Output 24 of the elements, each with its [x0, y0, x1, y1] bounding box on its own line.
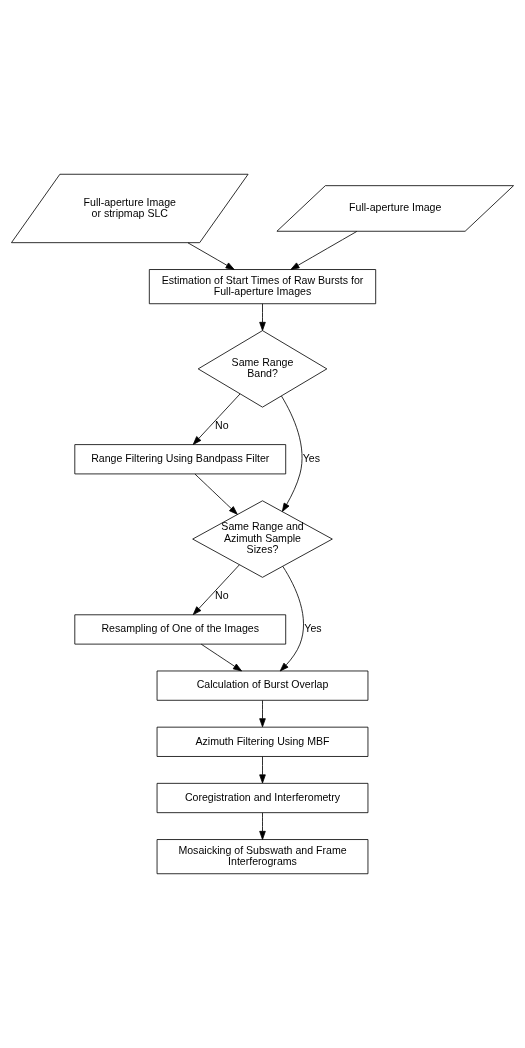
node-box: Calculation of Burst Overlap [156, 670, 369, 701]
arrow [187, 242, 235, 270]
node-box: Estimation of Start Times of Raw Bursts for Full-aperture Images [148, 269, 377, 305]
arrow [259, 700, 266, 728]
node-box: Resampling of One of the Images [74, 614, 287, 645]
arrow [259, 812, 266, 840]
edge-label: No [215, 418, 229, 431]
arrow [192, 564, 240, 616]
edge-label: Yes [304, 622, 322, 635]
arrow [259, 303, 266, 331]
arrow [192, 393, 241, 445]
arrow [290, 231, 358, 270]
node-diamond: Same Range Band? [197, 330, 328, 408]
arrow [281, 395, 303, 512]
edge-label: No [215, 588, 229, 601]
arrow [259, 756, 266, 784]
node-box: Azimuth Filtering Using MBF [156, 726, 369, 757]
node-box: Coregistration and Interferometry [156, 782, 369, 814]
edge-label: Yes [302, 452, 320, 465]
arrow [200, 643, 242, 672]
arrow [279, 565, 304, 672]
node-box: Range Filtering Using Bandpass Filter [74, 444, 287, 475]
arrow [194, 473, 238, 515]
node-box: Mosaicking of Subswath and Frame Interferograms [156, 839, 369, 875]
